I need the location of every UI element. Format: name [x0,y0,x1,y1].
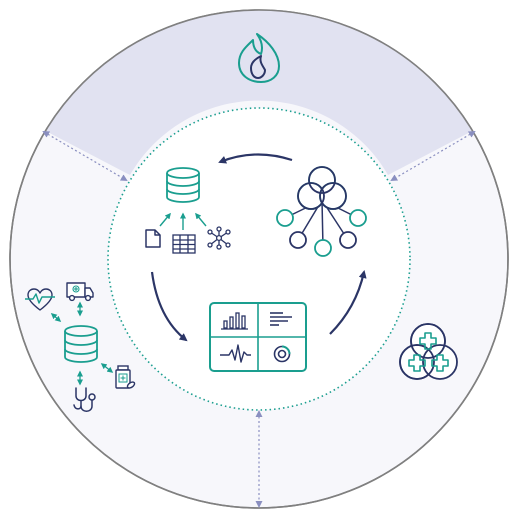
arrow-top-leftward [218,153,293,164]
heart-rate-icon [25,288,55,311]
donut-chart-icon [273,345,291,363]
cycle-arrows [150,153,367,342]
medicine-bottle-icon [115,365,136,389]
database-icon [166,167,200,203]
data-sources-node [145,167,231,254]
feed-arrows [159,212,207,230]
left-link-arrows [50,301,114,386]
flame-icon [238,33,280,83]
leaf-node-left [276,209,294,227]
leaf-node-bottom-left [289,231,307,249]
text-lines-icon [270,312,292,326]
pulse-line-icon [220,344,251,363]
cross-left [408,354,426,372]
cross-right [431,354,449,372]
stethoscope-icon [73,387,96,412]
leaf-node-right [349,209,367,227]
bar-chart-icon [221,312,248,330]
network-analysis-node [276,166,367,257]
table-icon [172,234,196,254]
arrow-left-downward [150,271,188,342]
dashboard-node [209,302,307,372]
database-icon [64,325,98,363]
segment-connectors [42,130,476,508]
top-segment-band [40,10,478,175]
document-icon [145,229,161,248]
arrow-right-upward [329,270,367,335]
venn-outline-icon [297,166,347,210]
ambulance-icon [66,282,94,302]
left-segment [25,282,136,412]
leaf-node-bottom [314,239,332,257]
medical-crosses-venn-icon [399,323,458,380]
cross-top [419,332,437,350]
network-icon [207,226,231,250]
hub-leaf-nodes [276,209,367,257]
leaf-node-bottom-right [339,231,357,249]
